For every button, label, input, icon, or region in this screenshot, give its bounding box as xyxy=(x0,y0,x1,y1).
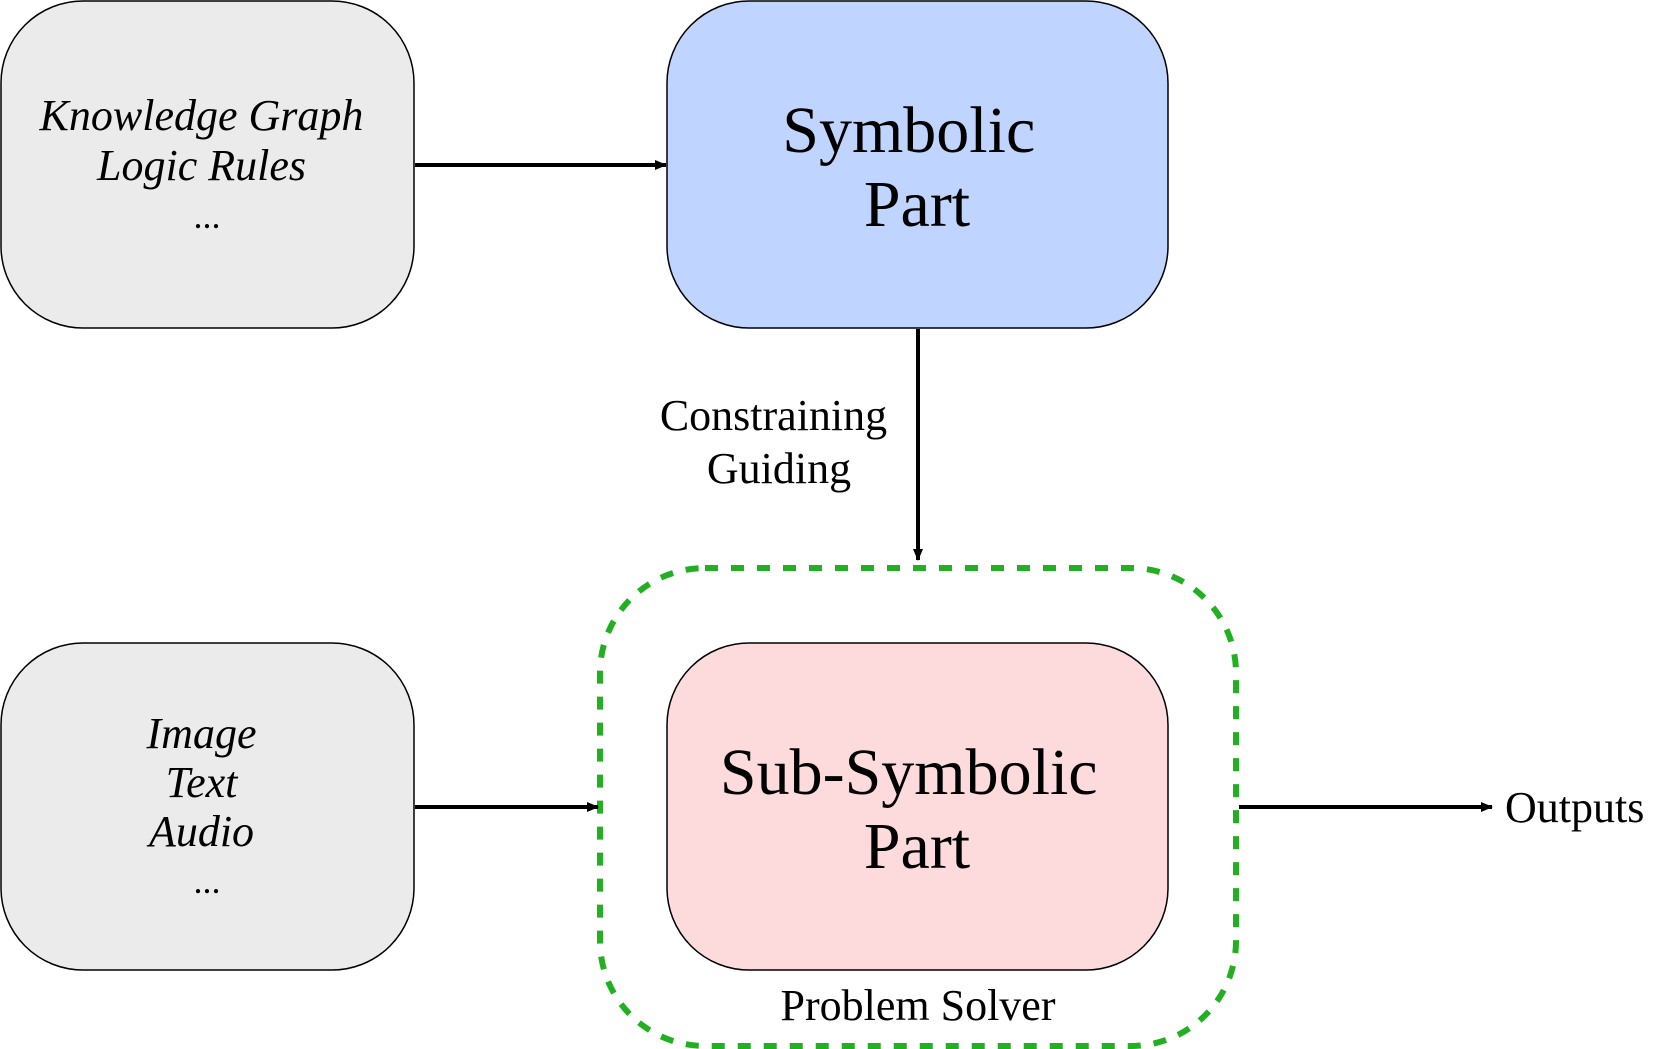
sub-symbolic-part-line-2: Part xyxy=(864,810,970,883)
relation-line-2: Guiding xyxy=(707,444,851,493)
data-input-line-3: Audio xyxy=(146,807,254,856)
symbolic-part-line-2: Part xyxy=(864,168,970,241)
knowledge-input-box: Knowledge Graph Logic Rules ... xyxy=(0,0,415,329)
sub-symbolic-part-line-1: Sub-Symbolic xyxy=(720,736,1098,809)
knowledge-input-line-2: Logic Rules xyxy=(96,141,306,190)
relation-label: Constraining Guiding xyxy=(660,391,898,493)
sub-symbolic-part-box: Sub-Symbolic Part xyxy=(666,642,1169,971)
problem-solver-container xyxy=(597,565,1239,1049)
data-input-line-1: Image xyxy=(146,709,257,758)
knowledge-input-line-3: ... xyxy=(194,196,221,236)
knowledge-input-line-1: Knowledge Graph xyxy=(39,91,364,140)
symbolic-part-line-1: Symbolic xyxy=(782,94,1035,167)
knowledge-input-shape xyxy=(0,0,415,329)
sub-symbolic-part-text: Sub-Symbolic Part xyxy=(720,736,1114,883)
problem-solver-label: Problem Solver xyxy=(781,981,1056,1030)
symbolic-part-text: Symbolic Part xyxy=(782,94,1052,241)
knowledge-input-text: Knowledge Graph Logic Rules ... xyxy=(39,91,375,236)
relation-line-1: Constraining xyxy=(660,391,887,440)
sub-symbolic-part-shape xyxy=(666,642,1169,971)
outputs-label: Outputs xyxy=(1505,783,1644,832)
data-input-line-2: Text xyxy=(166,758,239,807)
data-input-shape xyxy=(0,642,415,971)
symbolic-part-box: Symbolic Part xyxy=(666,0,1169,329)
symbolic-part-shape xyxy=(666,0,1169,329)
data-input-box: Image Text Audio ... xyxy=(0,642,415,971)
data-input-text: Image Text Audio ... xyxy=(146,709,268,901)
data-input-line-4: ... xyxy=(194,861,221,901)
